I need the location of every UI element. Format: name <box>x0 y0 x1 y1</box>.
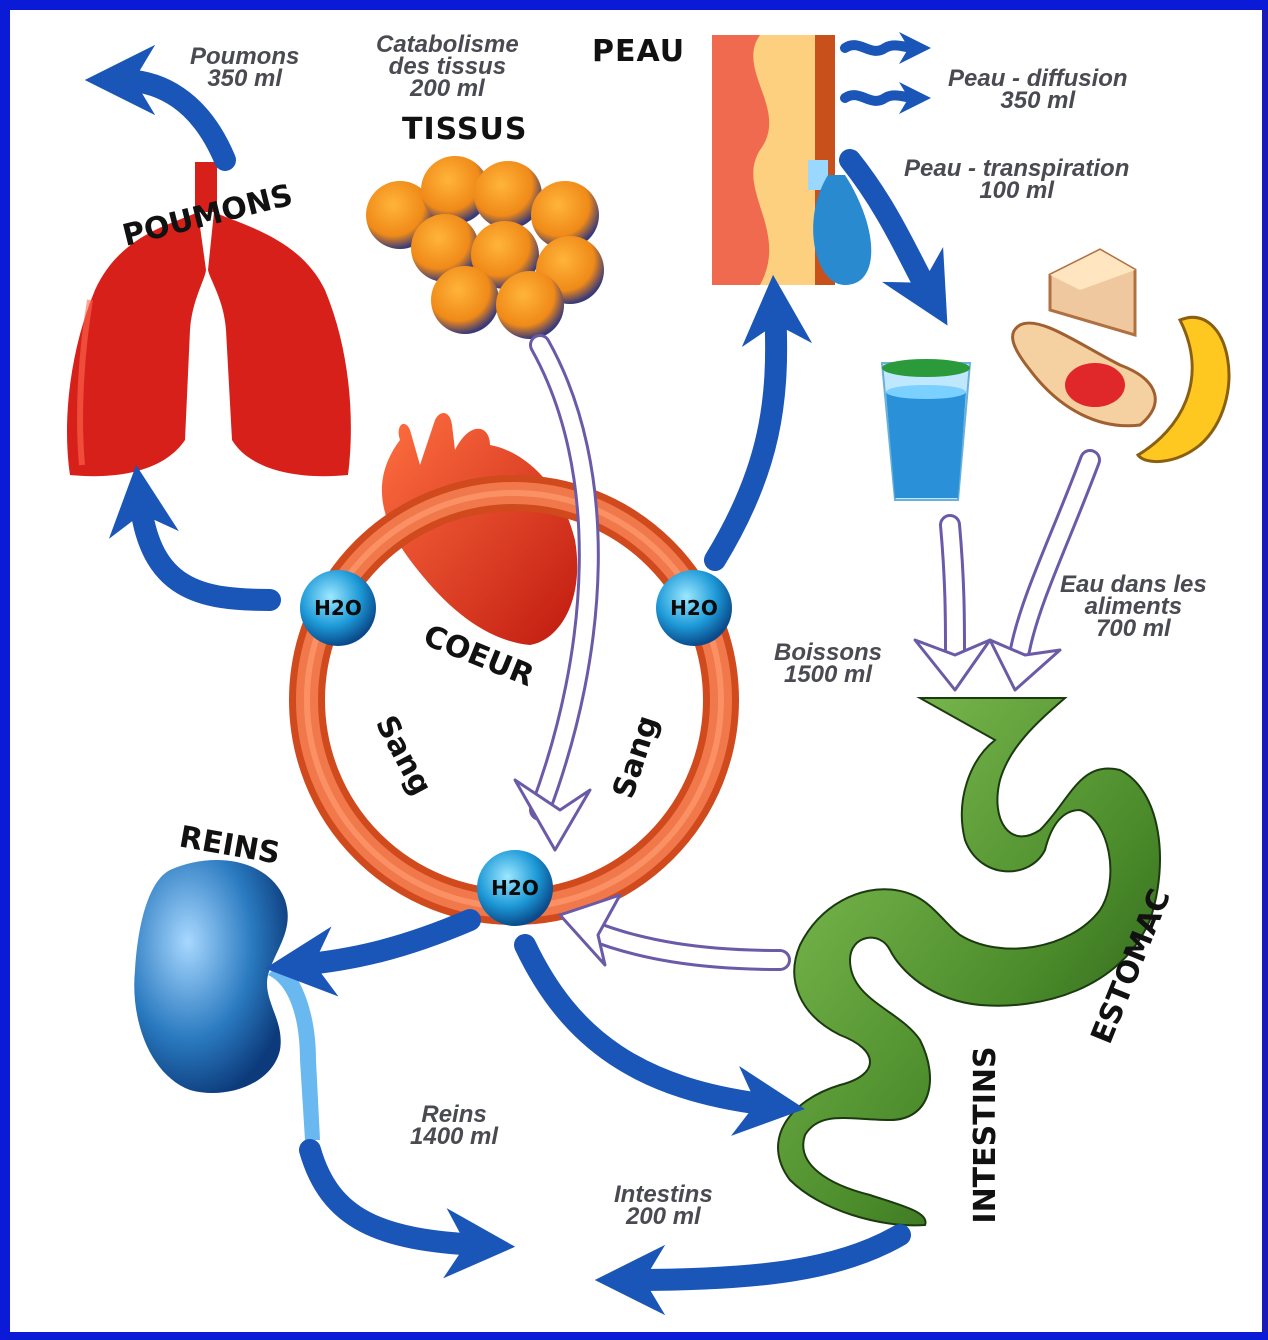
h2o-node-left: H2O <box>300 570 376 646</box>
label-peau: PEAU <box>592 34 685 69</box>
arrow-intestines-out <box>630 1235 900 1280</box>
caption-peau-transpiration: Peau - transpiration 100 ml <box>904 158 1129 202</box>
kidney-icon <box>134 860 320 1140</box>
arrow-lungs-out <box>120 80 225 160</box>
arrow-heart-to-lungs <box>140 500 270 600</box>
food-icon <box>1013 250 1229 462</box>
caption-boissons: Boissons 1500 ml <box>774 642 882 686</box>
tissue-cells-icon <box>366 156 604 339</box>
h2o-node-right: H2O <box>656 570 732 646</box>
arrow-heart-to-skin <box>715 310 776 560</box>
h2o-node-bottom: H2O <box>477 850 553 926</box>
caption-catabolisme: Catabolisme des tissus 200 ml <box>376 34 519 100</box>
caption-peau-diffusion: Peau - diffusion 350 ml <box>948 68 1128 112</box>
arrow-drinks-to-stomach <box>915 525 990 690</box>
arrow-to-kidneys <box>300 920 470 965</box>
label-tissus: TISSUS <box>402 112 527 147</box>
caption-aliments: Eau dans les aliments 700 ml <box>1060 574 1207 640</box>
caption-poumons: Poumons 350 ml <box>190 46 299 90</box>
svg-text:H2O: H2O <box>491 876 539 900</box>
skin-diffusion-arrows <box>845 45 915 101</box>
caption-intestins: Intestins 200 ml <box>614 1184 713 1228</box>
svg-text:H2O: H2O <box>314 596 362 620</box>
label-intestins: INTESTINS <box>968 1046 1003 1223</box>
svg-text:H2O: H2O <box>670 596 718 620</box>
caption-reins: Reins 1400 ml <box>410 1104 498 1148</box>
water-glass-icon <box>882 359 970 500</box>
arrow-kidney-out <box>310 1150 480 1245</box>
arrow-digestion-to-blood <box>560 895 780 965</box>
label-sang-left: Sang <box>368 710 439 801</box>
label-sang-right: Sang <box>606 711 665 802</box>
